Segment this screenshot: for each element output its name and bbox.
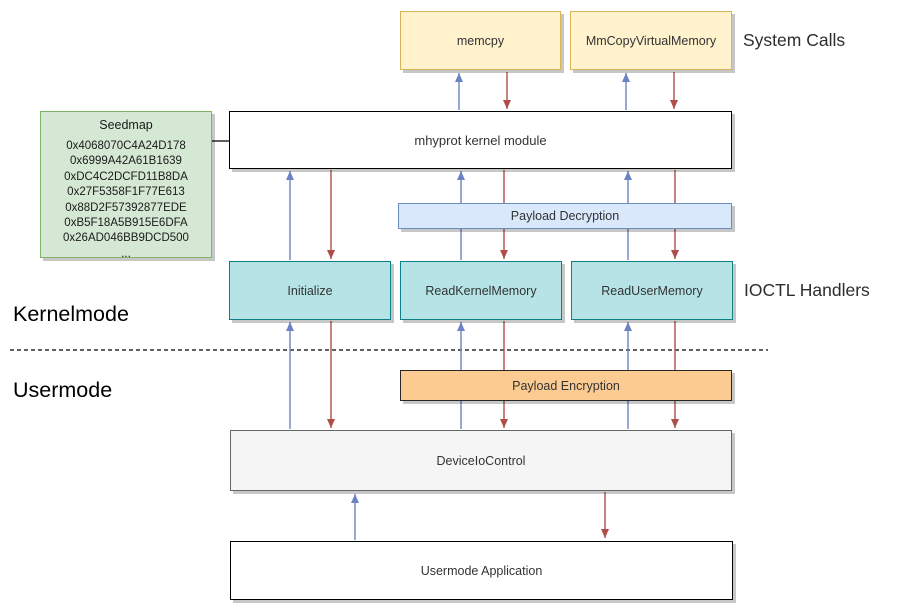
memcpy-box: memcpy xyxy=(400,11,561,70)
memcpy-label: memcpy xyxy=(456,33,505,48)
read-user-memory-box: ReadUserMemory xyxy=(571,261,733,320)
payload-encryption-label: Payload Encryption xyxy=(512,378,620,393)
payload-decryption-label: Payload Decryption xyxy=(510,209,620,223)
usermode-application-box: Usermode Application xyxy=(230,541,733,600)
seedmap-value: 0x6999A42A61B1639 xyxy=(70,155,182,168)
read-user-memory-label: ReadUserMemory xyxy=(601,283,703,298)
seedmap-box: Seedmap 0x4068070C4A24D178 0x6999A42A61B… xyxy=(40,111,212,260)
initialize-box: Initialize xyxy=(229,261,391,320)
system-calls-label: System Calls xyxy=(743,30,846,50)
initialize-label: Initialize xyxy=(287,283,333,298)
device-io-control-box: DeviceIoControl xyxy=(230,430,732,491)
usermode-label: Usermode xyxy=(13,378,113,402)
mmcopyvirtualmemory-label: MmCopyVirtualMemory xyxy=(585,33,717,48)
seedmap-value: 0x27F5358F1F77E613 xyxy=(67,186,185,199)
read-kernel-memory-label: ReadKernelMemory xyxy=(425,283,537,298)
seedmap-value: 0x26AD046BB9DCD500 xyxy=(63,232,189,245)
usermode-application-label: Usermode Application xyxy=(420,563,543,578)
seedmap-value-ellipsis: ... xyxy=(121,247,131,260)
payload-decryption-box: Payload Decryption xyxy=(398,203,732,229)
mhyprot-kernel-module-box: mhyprot kernel module xyxy=(229,111,732,169)
seedmap-value: 0x88D2F57392877EDE xyxy=(65,201,187,214)
seedmap-values: 0x4068070C4A24D178 0x6999A42A61B1639 0xD… xyxy=(63,139,189,262)
ioctl-handlers-label: IOCTL Handlers xyxy=(744,280,870,300)
seedmap-title: Seedmap xyxy=(99,118,153,132)
seedmap-value: 0xB5F18A5B915E6DFA xyxy=(64,217,188,230)
device-io-control-label: DeviceIoControl xyxy=(436,453,526,468)
payload-encryption-box: Payload Encryption xyxy=(400,370,732,401)
mmcopyvirtualmemory-box: MmCopyVirtualMemory xyxy=(570,11,732,70)
kernelmode-label: Kernelmode xyxy=(13,302,129,326)
seedmap-value: 0x4068070C4A24D178 xyxy=(66,140,186,152)
read-kernel-memory-box: ReadKernelMemory xyxy=(400,261,562,320)
seedmap-value: 0xDC4C2DCFD11B8DA xyxy=(64,170,188,183)
mhyprot-kernel-module-label: mhyprot kernel module xyxy=(414,132,547,148)
